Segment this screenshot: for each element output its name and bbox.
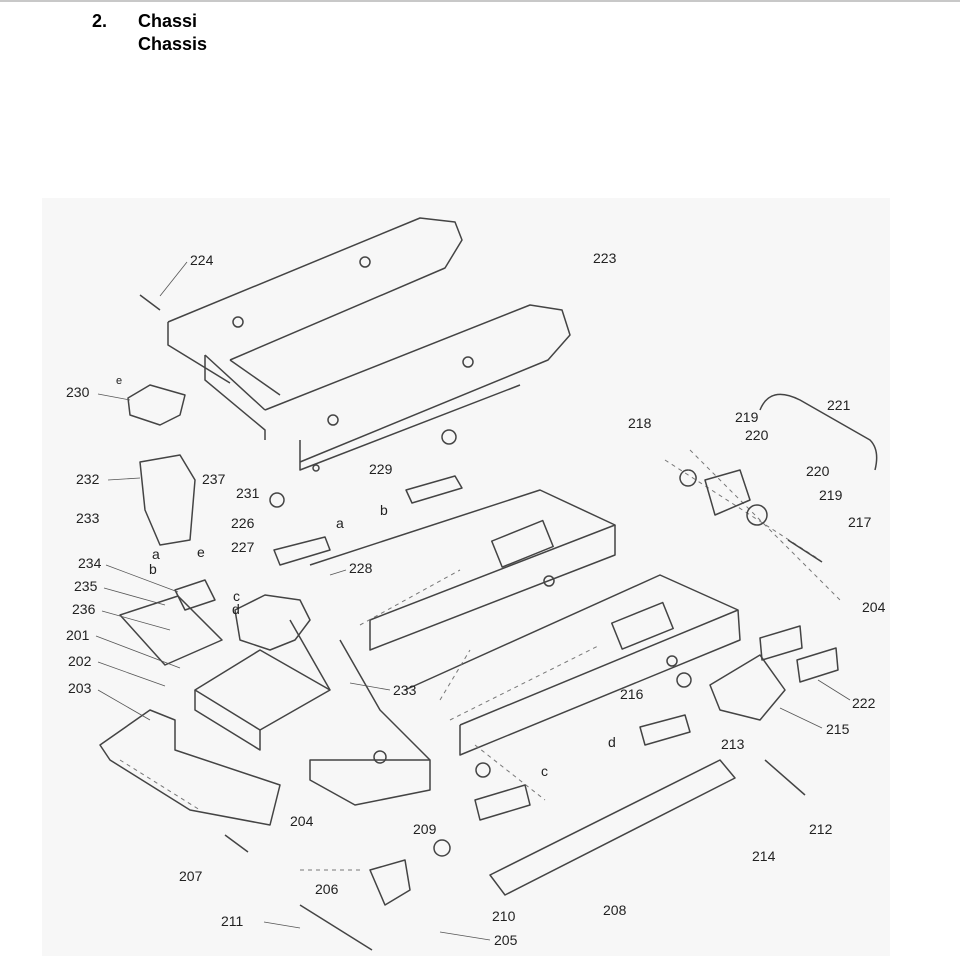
callout-233b: 233 [393,682,417,698]
callout-207: 207 [179,868,203,884]
callout-213: 213 [721,736,745,752]
callout-234: 234 [78,555,102,571]
exploded-chassis-drawing: 224 223 230 e 221 219 220 218 220 219 21… [42,198,890,956]
callout-d1: d [232,601,240,617]
callout-c2: c [541,763,548,779]
callout-223: 223 [593,250,617,266]
callout-231: 231 [236,485,260,501]
callout-211: 211 [221,913,244,929]
callout-a1: a [336,515,344,531]
callout-221: 221 [827,397,851,413]
callout-a2: a [152,546,160,562]
callout-233a: 233 [76,510,100,526]
callout-220b: 220 [806,463,830,479]
callout-226: 226 [231,515,255,531]
callout-208: 208 [603,902,627,918]
section-subtitle: Chassis [138,34,208,54]
callout-218: 218 [628,415,652,431]
callout-206: 206 [315,881,339,897]
top-rule [0,0,960,2]
callout-209: 209 [413,821,437,837]
callout-227: 227 [231,539,255,555]
callout-215: 215 [826,721,850,737]
callout-b1: b [380,502,388,518]
small-parts [99,294,878,951]
callout-224: 224 [190,252,214,268]
callout-216: 216 [620,686,644,702]
callout-217: 217 [848,514,872,530]
callout-228: 228 [349,560,373,576]
callout-205: 205 [494,932,518,948]
callout-237: 237 [202,471,226,487]
callout-222: 222 [852,695,876,711]
leader-lines [95,261,851,941]
callout-204a: 204 [862,599,886,615]
callout-220a: 220 [745,427,769,443]
callout-219b: 219 [819,487,843,503]
callout-e: e [116,375,122,387]
callout-235: 235 [74,578,98,594]
fork-frame [167,217,571,472]
section-heading: 2. Chassi Chassis [92,6,207,55]
callout-c1: c [233,588,240,604]
chassis-body [194,489,741,806]
callout-219a: 219 [735,409,759,425]
callout-212: 212 [809,821,833,837]
callout-204b: 204 [290,813,314,829]
callout-201: 201 [66,627,90,643]
callout-labels: 224 223 230 e 221 219 220 218 220 219 21… [66,250,886,948]
section-number: 2. [92,11,108,31]
callout-229: 229 [369,461,393,477]
callout-214: 214 [752,848,776,864]
callout-230: 230 [66,384,90,400]
callout-d2: d [608,734,616,750]
callout-236: 236 [72,601,96,617]
callout-202: 202 [68,653,92,669]
callout-232: 232 [76,471,100,487]
section-title: Chassi [138,11,198,31]
callout-e2: e [197,544,205,560]
callout-210: 210 [492,908,516,924]
callout-b2: b [149,561,157,577]
callout-203: 203 [68,680,92,696]
